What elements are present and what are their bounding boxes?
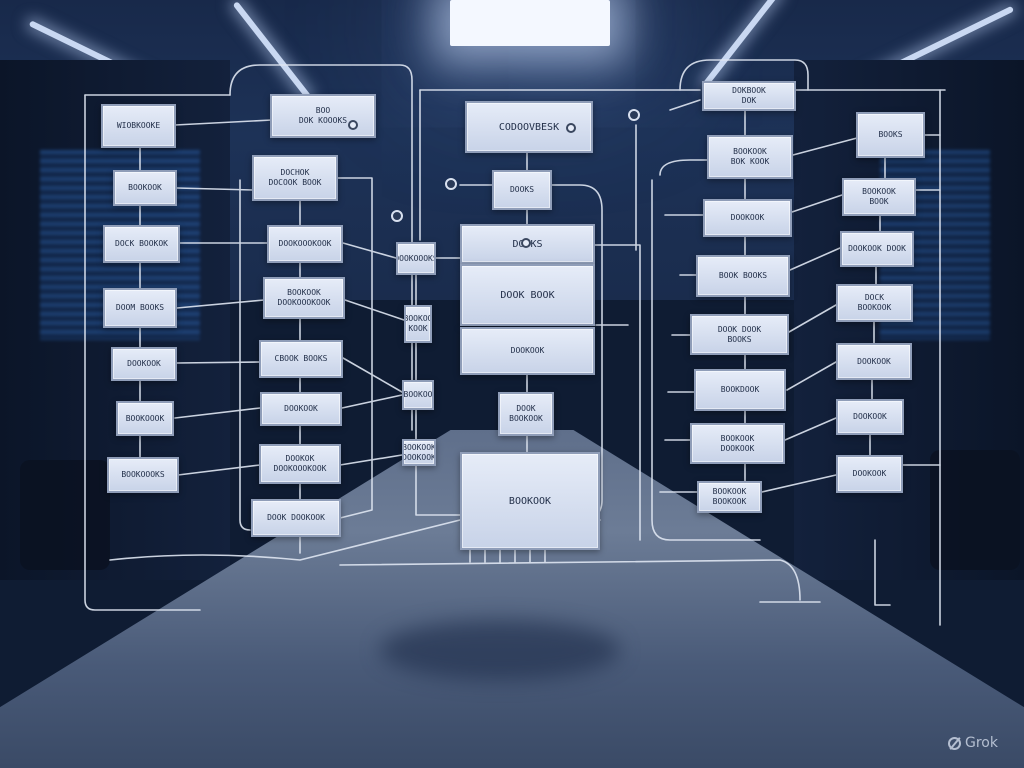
wire — [176, 299, 265, 309]
diagram-node: DOOKOOK DOOK — [840, 231, 914, 267]
grok-watermark: Grok — [948, 735, 998, 751]
wire — [341, 394, 403, 409]
diagram-node: DOOK BOOKOOK — [498, 392, 554, 436]
diagram-node: DOOKOOK — [836, 399, 904, 435]
diagram-node: BOOK BOOKS — [696, 255, 790, 297]
diagram-node: BOOKOOK DOOKOOK — [402, 439, 436, 466]
wire — [792, 137, 858, 156]
diagram-node: BOOKOOK — [113, 170, 177, 206]
wire — [342, 357, 403, 393]
wire — [339, 454, 403, 466]
connector-port — [445, 178, 457, 190]
wire — [109, 519, 461, 561]
diagram-node: DOCK BOOKOOK — [836, 284, 913, 322]
node-knob-icon — [521, 238, 531, 248]
wire — [174, 119, 273, 126]
diagram-node: DOOKOOOKOOK — [267, 225, 343, 263]
diagram-node: WIOBKOOKE — [101, 104, 176, 148]
diagram-node: DOOKOK DOOKOOOKOOK — [259, 444, 341, 484]
diagram-node: BOOKOOK BOOK — [842, 178, 916, 216]
connector-port — [391, 210, 403, 222]
chair — [20, 460, 110, 570]
wire — [176, 361, 261, 364]
wire — [339, 559, 801, 601]
diagram-node: CBOOKOOK KOOK — [404, 305, 432, 343]
wire — [174, 407, 261, 419]
wire — [469, 549, 546, 563]
wire — [791, 194, 843, 213]
wire — [784, 417, 837, 441]
diagram-node: BOOKOOOK — [116, 401, 174, 436]
node-knob-icon — [566, 123, 576, 133]
wire — [789, 247, 841, 271]
ceiling-light — [450, 0, 610, 46]
wire — [177, 464, 261, 476]
wire — [788, 304, 837, 333]
wire — [344, 299, 405, 321]
wire — [669, 99, 701, 111]
wire — [342, 242, 397, 259]
wire — [761, 474, 837, 493]
connector-port — [628, 109, 640, 121]
diagram-node: DOKBOOK DOK — [702, 81, 796, 111]
wire — [84, 94, 201, 611]
wire — [786, 361, 837, 391]
diagram-node: DOOKOOK — [260, 392, 342, 426]
diagram-node: DOCHOK DOCOOK BOOK — [252, 155, 338, 201]
wire — [679, 59, 809, 91]
wire — [874, 539, 891, 606]
diagram-node: BOOKOOK BOOKOOK — [697, 481, 762, 513]
diagram-node: BOOKOOK DOOKOOOKOOK — [263, 277, 345, 319]
table-shadow — [380, 620, 620, 680]
diagram-node: DOOM BOOKS — [103, 288, 177, 328]
diagram-node: DOOKOOK — [703, 199, 792, 237]
diagram-node: DOOKS — [492, 170, 552, 210]
diagram-node: BOOKOOOKS — [107, 457, 179, 493]
wire — [229, 64, 413, 431]
diagram-node: DOOK DOOKOOK — [251, 499, 341, 537]
diagram-node: DOOKOOK — [836, 343, 912, 380]
diagram-node: DOOKOOOKS — [396, 242, 436, 275]
diagram-node-main: DOOK BOOK — [460, 264, 595, 326]
wire — [651, 179, 761, 541]
diagram-node: BOOKS — [856, 112, 925, 158]
wire — [337, 177, 373, 519]
diagram-node: BOOKDOOK — [694, 369, 786, 411]
diagram-node: DOOK DOOK BOOKS — [690, 314, 789, 355]
wire — [594, 244, 641, 541]
diagram-node: CBOOK BOOKS — [259, 340, 343, 378]
wire — [415, 465, 461, 516]
chair — [930, 450, 1020, 570]
watermark-text: Grok — [965, 735, 998, 751]
wire — [176, 187, 254, 191]
diagram-node: DOCK BOOKOK — [103, 225, 180, 263]
diagram-node: BOOKOOK BOK KOOK — [707, 135, 793, 179]
wire — [659, 159, 709, 176]
diagram-node: BOOKOOK DOOKOOK — [690, 423, 785, 464]
wire — [239, 179, 251, 531]
diagram-node: DOOKOOK — [111, 347, 177, 381]
diagram-node: CBOOKOOK — [402, 380, 434, 410]
diagram-node: DOOKOOK — [836, 455, 903, 493]
diagram-node-main: DOOKOOK — [460, 327, 595, 375]
grok-logo-icon — [948, 736, 961, 750]
diagram-node-main: BOOKOOK — [460, 452, 600, 550]
diagram-node: BOO DOK KOOOKS — [270, 94, 376, 138]
node-knob-icon — [348, 120, 358, 130]
